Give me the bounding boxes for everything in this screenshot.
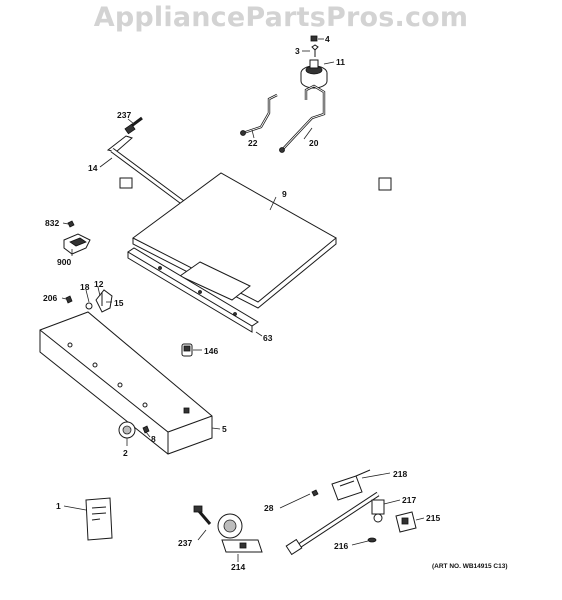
callout-8: 8 <box>151 434 156 444</box>
art-number: (ART NO. WB14915 C13) <box>432 563 508 570</box>
part-screw-206 <box>65 295 73 304</box>
part-bracket-217 <box>371 499 385 523</box>
callout-832: 832 <box>45 218 59 228</box>
part-bracket-900 <box>63 233 91 255</box>
callout-146: 146 <box>204 346 218 356</box>
part-regulator-214 <box>217 513 263 553</box>
part-ignitor-218 <box>331 469 371 501</box>
leader-lines <box>61 38 425 562</box>
part-screw-28 <box>311 489 319 497</box>
part-tube-22 <box>240 93 278 136</box>
callout-900: 900 <box>57 257 71 267</box>
part-wire-harness <box>285 491 380 556</box>
part-screw-8 <box>142 425 150 434</box>
callout-15: 15 <box>114 298 124 308</box>
part-screw-3 <box>311 44 319 57</box>
part-top-panel-9 <box>132 172 392 309</box>
callout-labels: 4 3 11 237 22 20 14 9 832 900 18 12 206 … <box>43 34 508 572</box>
callout-237-bottom: 237 <box>178 538 192 548</box>
callout-63: 63 <box>263 333 273 343</box>
part-fitting-237-top <box>124 116 143 135</box>
callout-206: 206 <box>43 293 57 303</box>
part-screw-832 <box>67 220 75 228</box>
part-switch-215 <box>395 511 417 533</box>
part-burner-valve-11 <box>300 59 328 89</box>
callout-218: 218 <box>393 469 407 479</box>
callout-214: 214 <box>231 562 245 572</box>
callout-11: 11 <box>336 57 345 67</box>
callout-217: 217 <box>402 495 416 505</box>
part-fitting-237-bottom <box>193 505 212 525</box>
callout-28: 28 <box>264 503 274 513</box>
part-manifold-panel-5 <box>39 311 213 455</box>
callout-22: 22 <box>248 138 258 148</box>
part-screw-4 <box>310 35 318 42</box>
part-knob-2 <box>118 421 136 439</box>
callout-2: 2 <box>123 448 128 458</box>
callout-18: 18 <box>80 282 90 292</box>
callout-14: 14 <box>88 163 98 173</box>
callout-3: 3 <box>295 46 300 56</box>
callout-216: 216 <box>334 541 348 551</box>
watermark: AppliancePartsPros.com <box>93 2 469 33</box>
callout-20: 20 <box>309 138 319 148</box>
callout-12: 12 <box>94 279 104 289</box>
part-rail-63 <box>127 247 259 333</box>
callout-1: 1 <box>56 501 61 511</box>
part-tube-20 <box>279 84 326 153</box>
part-clip-146 <box>181 343 193 357</box>
callout-237-top: 237 <box>117 110 131 120</box>
callout-9: 9 <box>282 189 287 199</box>
callout-5: 5 <box>222 424 227 434</box>
callout-4: 4 <box>325 34 330 44</box>
callout-215: 215 <box>426 513 440 523</box>
part-literature-1 <box>85 497 113 541</box>
part-washer-216 <box>367 537 377 543</box>
